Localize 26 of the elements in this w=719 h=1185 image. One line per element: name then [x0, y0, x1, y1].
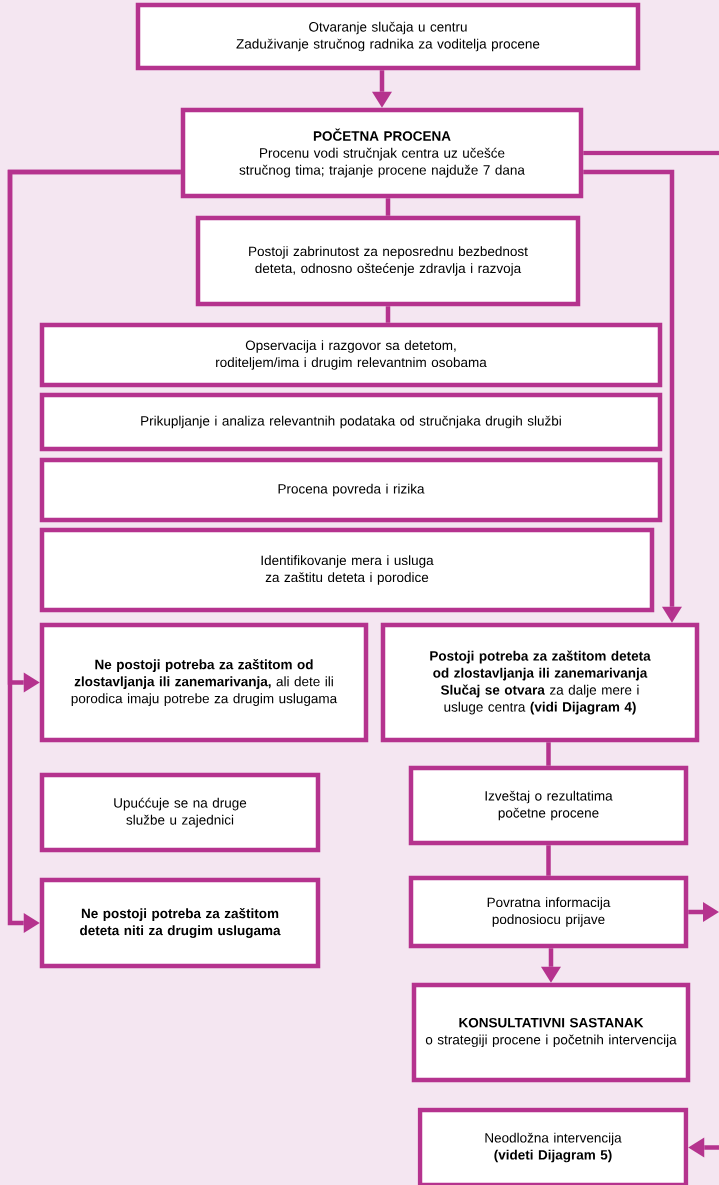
arrow: [583, 169, 682, 623]
connector-line: [583, 150, 719, 156]
process-box: Upuććuje se na druge službe u zajednici: [39, 772, 321, 853]
connector-line: [546, 742, 551, 766]
process-box: Ne postoji potreba za zaštitom deteta niti za drugim uslugama: [39, 877, 321, 969]
arrow: [7, 169, 181, 933]
process-box: Procena povreda i rizika: [39, 457, 663, 523]
process-box: Postoji zabrinutost za neposrednu bezbednost deteta, odnosno oštećenje zdravlja i razvoja: [195, 215, 581, 307]
connector-line: [546, 845, 551, 876]
arrow: [688, 902, 719, 922]
process-box: Otvaranje slučaja u centru Zaduživanje stručnog radnika za voditelja procene: [135, 2, 641, 71]
process-box: Opservacija i razgovor sa detetom, roditeljem/ima i drugim relevantnim osobama: [39, 322, 663, 388]
process-box: Postoji potreba za zaštitom deteta od zlostavljanja ili zanemarivanja Slučaj se otvara za dalje mere i usluge centra (vidi Dijagram 4): [380, 622, 700, 743]
process-box: Izveštaj o rezultatima početne procene: [408, 765, 689, 846]
arrow: [541, 948, 561, 983]
process-box: Identifikovanje mera i usluga za zaštitu deteta i porodice: [39, 527, 655, 613]
process-box: Povratna informacija podnosiocu prijave: [408, 875, 689, 949]
arrow: [372, 70, 392, 108]
connector-line: [385, 306, 391, 323]
arrow: [688, 1137, 719, 1158]
meeting-box: KONSULTATIVNI SASTANAK o strategiji procene i početnih intervencija: [411, 982, 691, 1083]
process-box: Prikupljanje i analiza relevantnih podataka od stručnjaka drugih službi: [39, 392, 663, 452]
connector-line: [385, 198, 391, 216]
assessment-box: POČETNA PROCENA Procenu vodi stručnjak centra uz učešće stručnog tima; trajanje procene najduže 7 dana: [180, 107, 584, 199]
process-box: Ne postoji potreba za zaštitom od zlostavljanja ili zanemarivanja, ali dete ili porodica imaju potrebe za drugim uslugama: [39, 622, 369, 743]
process-box: Neodložna intervencija (videti Dijagram 5): [417, 1107, 689, 1185]
